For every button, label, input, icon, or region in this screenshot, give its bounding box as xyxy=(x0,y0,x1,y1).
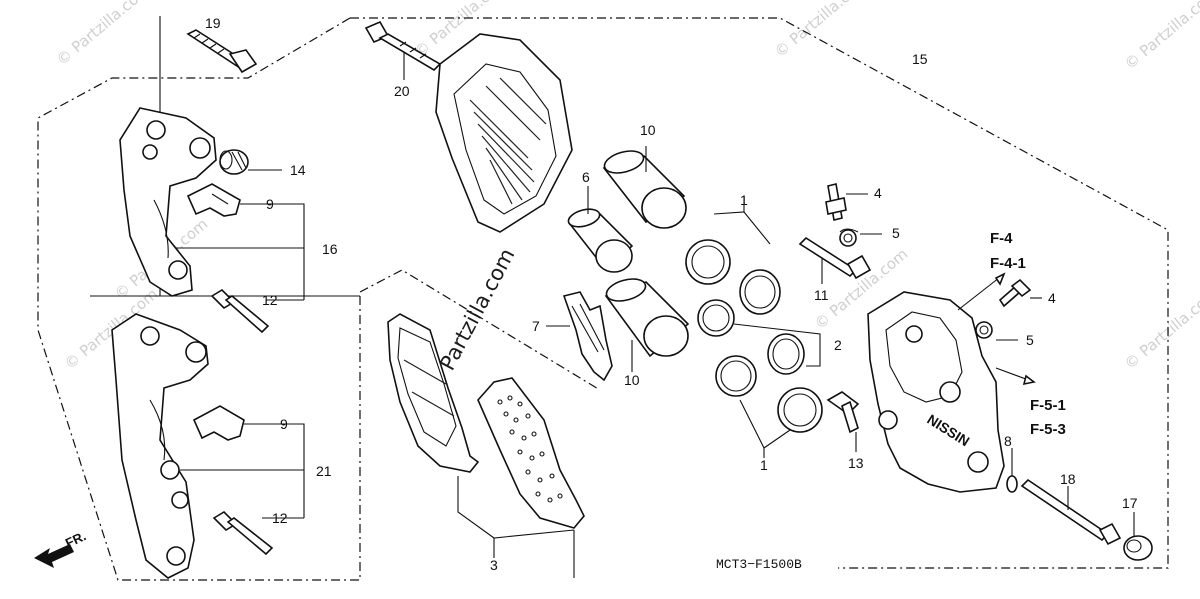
front-label: FR. xyxy=(63,528,88,550)
retainer-clip-9-upper xyxy=(176,183,305,300)
callout-numbers: 19 20 14 9 16 12 9 21 12 10 6 1 7 10 2 1… xyxy=(205,15,1138,573)
callout-2: 2 xyxy=(834,337,842,353)
callout-6: 6 xyxy=(582,169,590,185)
callout-4-lower: 4 xyxy=(1048,290,1056,306)
ref-arrow-f4 xyxy=(957,273,1005,311)
piston-seal-set-upper xyxy=(685,196,781,315)
pad-pin-18 xyxy=(1020,478,1122,546)
callout-3: 3 xyxy=(490,557,498,573)
partzilla-watermark: Partzilla.com xyxy=(435,244,519,374)
callout-5-lower: 5 xyxy=(1026,332,1034,348)
callout-7: 7 xyxy=(532,318,540,334)
piston-10-upper xyxy=(602,146,687,229)
leader-line xyxy=(240,203,305,300)
group-boundaries xyxy=(37,17,1169,581)
bracket-assembly-boundary xyxy=(37,17,361,581)
caliper-bracket-16 xyxy=(119,107,217,297)
slide-pin-12-lower xyxy=(212,510,304,556)
piston-6 xyxy=(567,186,634,273)
leader-line xyxy=(713,211,771,245)
callout-8: 8 xyxy=(1004,433,1012,449)
ref-f5-1: F-5-1 xyxy=(1030,397,1066,414)
callout-1-lower: 1 xyxy=(760,457,768,473)
callout-13: 13 xyxy=(848,455,864,471)
callout-18: 18 xyxy=(1060,471,1076,487)
dust-seal-set-2 xyxy=(697,299,821,375)
callout-17: 17 xyxy=(1122,495,1138,511)
callout-16: 16 xyxy=(322,241,338,257)
caliper-assembly-boundary xyxy=(350,17,1169,569)
bleeder-cap-5-upper xyxy=(839,228,882,247)
piston-10-lower xyxy=(604,278,690,372)
callout-12-lower: 12 xyxy=(272,510,288,526)
callout-10-lower: 10 xyxy=(624,372,640,388)
boot-14 xyxy=(219,149,282,175)
callout-14: 14 xyxy=(290,162,306,178)
callout-9-upper: 9 xyxy=(266,196,274,212)
leader-line xyxy=(733,323,821,367)
callout-4-upper: 4 xyxy=(874,185,882,201)
watermark-text: © Partzilla.com xyxy=(53,0,153,69)
watermark-text: © Partzilla.com xyxy=(771,0,871,61)
front-direction-arrow: FR. xyxy=(34,528,88,568)
callout-1-upper: 1 xyxy=(740,192,748,208)
leader-line xyxy=(457,476,575,539)
pin-plug-17 xyxy=(1123,512,1153,561)
callout-11: 11 xyxy=(814,287,829,303)
bolt-19 xyxy=(159,16,258,296)
reference-labels: F-4 F-4-1 F-5-1 F-5-3 xyxy=(990,230,1066,438)
ref-f4: F-4 xyxy=(990,230,1013,247)
callout-19: 19 xyxy=(205,15,221,31)
reference-arrows xyxy=(957,272,1036,386)
caliper-bracket-21 xyxy=(111,313,209,579)
callout-20: 20 xyxy=(394,83,410,99)
caliper-body: NISSIN xyxy=(867,291,1005,493)
callout-15: 15 xyxy=(912,51,928,67)
diagram-code: MCT3−F1500B xyxy=(716,557,802,572)
bleeder-screw-4-lower xyxy=(998,278,1042,308)
bleeder-cap-5-lower xyxy=(975,321,1018,341)
retainer-clip-9-lower xyxy=(180,405,305,518)
bleeder-screw-4-upper xyxy=(825,183,868,221)
callout-5-upper: 5 xyxy=(892,225,900,241)
pad-spring-7 xyxy=(546,291,613,382)
callout-12-upper: 12 xyxy=(262,292,278,308)
bolt-13 xyxy=(826,391,860,452)
pad-friction-dots xyxy=(497,395,563,503)
pad-pin-11 xyxy=(798,236,872,284)
callout-21: 21 xyxy=(316,463,332,479)
leader-line xyxy=(244,423,305,518)
brake-pad-3-rear xyxy=(457,377,585,578)
ref-f5-3: F-5-3 xyxy=(1030,421,1066,438)
ref-f4-1: F-4-1 xyxy=(990,255,1026,272)
callout-9-lower: 9 xyxy=(280,416,288,432)
washer-8 xyxy=(1006,448,1018,493)
callout-10-upper: 10 xyxy=(640,122,656,138)
watermark-text: © Partzilla.com xyxy=(1121,0,1200,73)
pad-shield-plate xyxy=(435,33,573,233)
piston-seal-set-lower xyxy=(715,355,823,458)
slide-pin-12-upper xyxy=(210,288,304,334)
watermark-text: © Partzilla.com xyxy=(1121,285,1200,373)
brake-pad-3-front xyxy=(387,313,480,473)
